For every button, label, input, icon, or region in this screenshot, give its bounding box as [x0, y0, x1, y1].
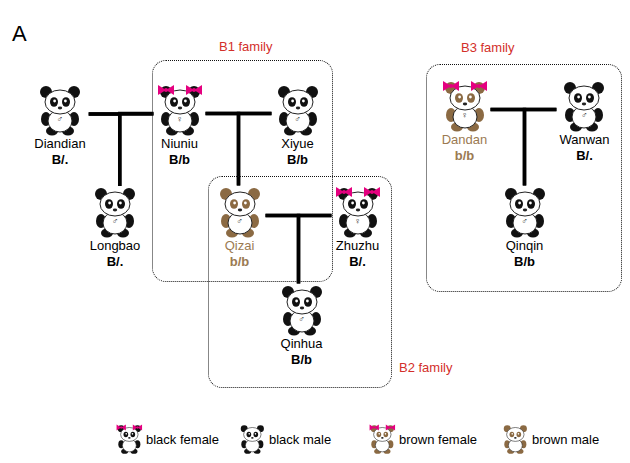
panel-letter: A — [12, 22, 27, 46]
panda-icon — [37, 84, 83, 136]
panda-figure: ♀ — [157, 84, 203, 136]
panda-node: ♂ LongbaoB/. — [87, 186, 144, 270]
panda-icon — [442, 80, 488, 132]
legend-swatch — [239, 424, 266, 454]
panda-icon — [217, 186, 263, 238]
panda-node: ♂ WanwanB/. — [556, 80, 612, 164]
panda-figure: ♂ — [217, 186, 263, 238]
genotype: B/. — [33, 152, 86, 168]
genotype: B/. — [334, 254, 382, 270]
panda-name: Diandian — [33, 136, 86, 152]
panda-name: Dandan — [441, 132, 489, 148]
panda-node: ♂ Qizaib/b — [214, 186, 266, 270]
legend-text: black female — [146, 432, 219, 447]
panda-name: Qinhua — [278, 336, 326, 352]
sex-symbol: ♂ — [502, 216, 548, 226]
legend-item: black male — [239, 424, 331, 454]
genotype: B/b — [156, 152, 204, 168]
panda-icon — [502, 424, 529, 454]
panda-figure: ♂ — [279, 284, 325, 336]
legend-item: brown female — [369, 424, 477, 454]
panda-node: ♀ ZhuzhuB/. — [332, 186, 384, 270]
family-label: B1 family — [219, 39, 272, 54]
panda-icon — [239, 424, 266, 454]
genotype: b/b — [216, 254, 264, 270]
pedigree-line — [239, 114, 272, 186]
panda-figure: ♂ — [275, 84, 321, 136]
sex-symbol: ♀ — [442, 110, 488, 120]
panda-name: Qizai — [216, 238, 264, 254]
genotype: B/. — [558, 148, 610, 164]
family-box: B2 family♀ZhuzhuB/.♂QinhuaB/b — [208, 176, 392, 388]
legend-text: brown male — [532, 432, 599, 447]
sex-symbol: ♂ — [279, 314, 325, 324]
panda-icon — [502, 186, 548, 238]
panda-name: Niuniu — [156, 136, 204, 152]
genotype: B/b — [501, 254, 549, 270]
panda-icon — [275, 84, 321, 136]
panda-name: Wanwan — [558, 132, 610, 148]
pedigree-line — [299, 216, 332, 284]
pedigree-line — [89, 114, 120, 186]
panda-node: ♂ QinhuaB/b — [276, 284, 328, 368]
pedigree-line — [524, 110, 556, 186]
sex-symbol: ♂ — [561, 110, 607, 120]
panda-name: Xiyue — [274, 136, 322, 152]
panda-figure: ♀ — [335, 186, 381, 238]
panda-node: ♀ Dandanb/b — [439, 80, 491, 164]
legend-swatch — [502, 424, 529, 454]
sex-symbol: ♂ — [92, 216, 138, 226]
panda-icon — [116, 424, 143, 454]
panda-icon — [279, 284, 325, 336]
panda-figure: ♂ — [502, 186, 548, 238]
panda-icon — [92, 186, 138, 238]
legend-swatch — [369, 424, 396, 454]
genotype: B/. — [89, 254, 142, 270]
legend-item: brown male — [502, 424, 599, 454]
panda-figure: ♂ — [37, 84, 83, 136]
genotype: b/b — [441, 148, 489, 164]
legend-text: black male — [269, 432, 331, 447]
sex-symbol: ♂ — [37, 114, 83, 124]
sex-symbol: ♂ — [217, 216, 263, 226]
panda-name: Qinqin — [501, 238, 549, 254]
sex-symbol: ♀ — [335, 216, 381, 226]
legend-swatch — [116, 424, 143, 454]
panda-icon — [157, 84, 203, 136]
genotype: B/b — [274, 152, 322, 168]
legend-text: brown female — [399, 432, 477, 447]
panda-figure: ♀ — [442, 80, 488, 132]
pedigree-line — [120, 114, 154, 187]
family-box: B3 family♀Dandanb/b♂WanwanB/.♂QinqinB/b — [426, 64, 622, 292]
family-label: B2 family — [399, 360, 452, 375]
panda-figure: ♂ — [92, 186, 138, 238]
pedigree-line — [206, 114, 239, 186]
pedigree-line — [266, 216, 299, 284]
genotype: B/b — [278, 352, 326, 368]
panda-node: ♂ XiyueB/b — [272, 84, 324, 168]
sex-symbol: ♀ — [157, 114, 203, 124]
legend-item: black female — [116, 424, 219, 454]
panda-node: ♀ NiuniuB/b — [154, 84, 206, 168]
panda-name: Longbao — [89, 238, 142, 254]
sex-symbol: ♂ — [275, 114, 321, 124]
panda-icon — [561, 80, 607, 132]
panda-icon — [335, 186, 381, 238]
panda-icon — [369, 424, 396, 454]
pedigree-line — [491, 110, 525, 186]
panda-node: ♂ DiandianB/. — [31, 84, 88, 168]
panda-name: Zhuzhu — [334, 238, 382, 254]
family-box: B1 family♀NiuniuB/b♂XiyueB/b♂Qizaib/b — [152, 60, 333, 282]
family-label: B3 family — [461, 40, 514, 55]
panda-node: ♂ QinqinB/b — [499, 186, 551, 270]
panda-figure: ♂ — [561, 80, 607, 132]
